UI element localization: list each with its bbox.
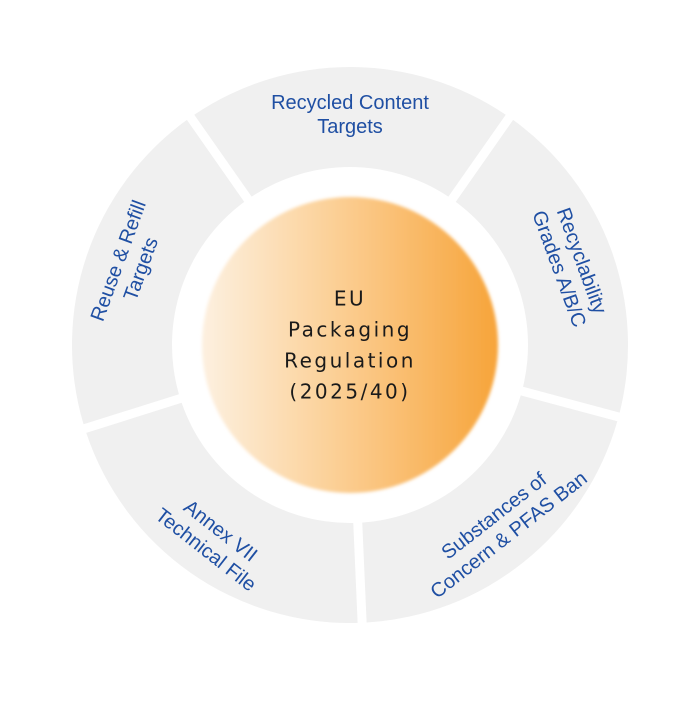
segment-annex-vii: Annex VIITechnical File bbox=[86, 402, 358, 623]
segment-label-line: Recycled Content bbox=[271, 92, 429, 114]
segment-label-line: Targets bbox=[317, 116, 383, 138]
segment-shape-substances-of-concern bbox=[362, 395, 618, 623]
center-title-line: Regulation bbox=[284, 349, 416, 373]
center-title-line: (2025/40) bbox=[289, 380, 410, 404]
segment-shape-recyclability-grades bbox=[455, 119, 629, 413]
center-title-line: EU bbox=[334, 287, 366, 311]
center-title-line: Packaging bbox=[288, 318, 412, 342]
segment-recyclability-grades: RecyclabilityGrades A/B/C bbox=[455, 119, 629, 413]
segment-shape-reuse-refill bbox=[71, 119, 245, 425]
segment-shape-annex-vii bbox=[86, 402, 358, 623]
center-circle bbox=[202, 197, 498, 493]
segment-shape-recycled-content bbox=[194, 67, 506, 197]
segment-substances-of-concern: Substances ofConcern & PFAS Ban bbox=[362, 395, 618, 623]
